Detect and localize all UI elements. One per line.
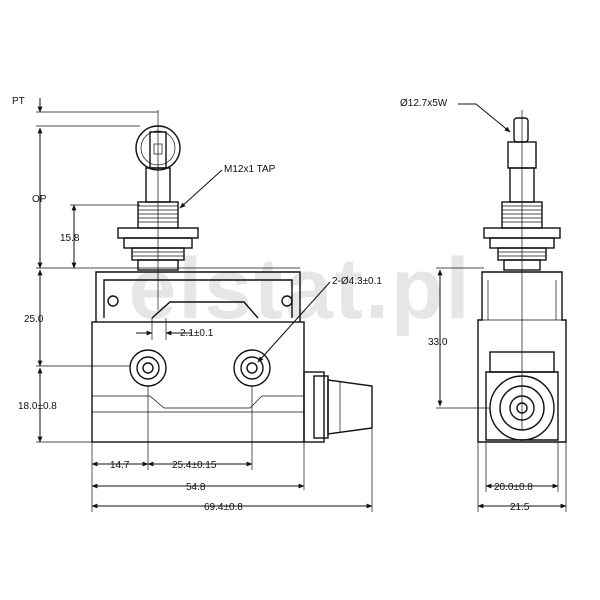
mounting-bracket (95, 271, 301, 322)
bottom-dimensions: 14.7 25.4±0.15 54.8 69.4±0.8 (91, 386, 373, 513)
dim-15-8-label: 15.8 (60, 233, 80, 244)
dim-33-0-label: 33.0 (428, 337, 448, 348)
holes-leader: 2-Ø4.3±0.1 (257, 276, 382, 363)
pt-dimension: PT (12, 96, 158, 127)
front-view: PT OP 15.8 25.0 18.0±0.8 (12, 96, 382, 513)
dim-2-1: 2.1±0.1 (136, 318, 214, 340)
pt-label: PT (12, 96, 25, 107)
switch-body (91, 321, 305, 443)
op-dimension: OP (32, 127, 300, 269)
dim-33-0: 33.0 (428, 267, 490, 409)
dim-69-4-label: 69.4±0.8 (204, 502, 243, 513)
dim-18-0-label: 18.0±0.8 (18, 401, 57, 412)
dim-25-0-label: 25.0 (24, 314, 44, 325)
cable-gland (303, 371, 373, 443)
side-bottom-dimensions: 20.0±0.8 21.5 (477, 442, 567, 513)
dim-54-8-label: 54.8 (186, 482, 206, 493)
dim-25-0: 25.0 (24, 269, 130, 367)
tap-leader: M12x1 TAP (179, 164, 276, 209)
roller-leader: Ø12.7x5W (400, 98, 511, 133)
threaded-bushing (117, 201, 199, 271)
side-view: Ø12.7x5W 33.0 20.0±0.8 21.5 (400, 98, 567, 513)
dim-20-0-label: 20.0±0.8 (494, 482, 533, 493)
dim-15-8: 15.8 (60, 204, 140, 269)
dim-18-0: 18.0±0.8 (18, 367, 92, 443)
dim-21-5-label: 21.5 (510, 502, 530, 513)
side-bushing (483, 201, 561, 271)
dim-2-1-label: 2.1±0.1 (180, 328, 214, 339)
watermark: elstat.pl (129, 241, 472, 337)
dim-25-4-label: 25.4±0.15 (172, 460, 217, 471)
op-label: OP (32, 194, 47, 205)
tap-label: M12x1 TAP (224, 164, 276, 175)
holes-label: 2-Ø4.3±0.1 (332, 276, 382, 287)
dim-14-7-label: 14.7 (110, 460, 130, 471)
roller-label: Ø12.7x5W (400, 98, 448, 109)
